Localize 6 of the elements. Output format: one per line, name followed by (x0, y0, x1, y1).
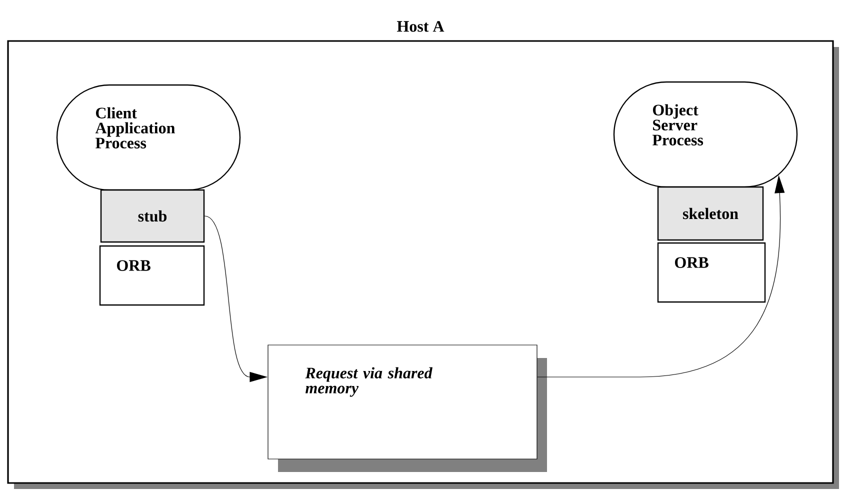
orb-box: ORB (99, 245, 205, 306)
stub-box: stub (100, 189, 205, 243)
request-box: Request via shared memory (268, 344, 547, 472)
stub-box: skeleton (657, 186, 764, 241)
orb-box: ORB (657, 242, 766, 303)
node-label: Host A (396, 21, 444, 32)
